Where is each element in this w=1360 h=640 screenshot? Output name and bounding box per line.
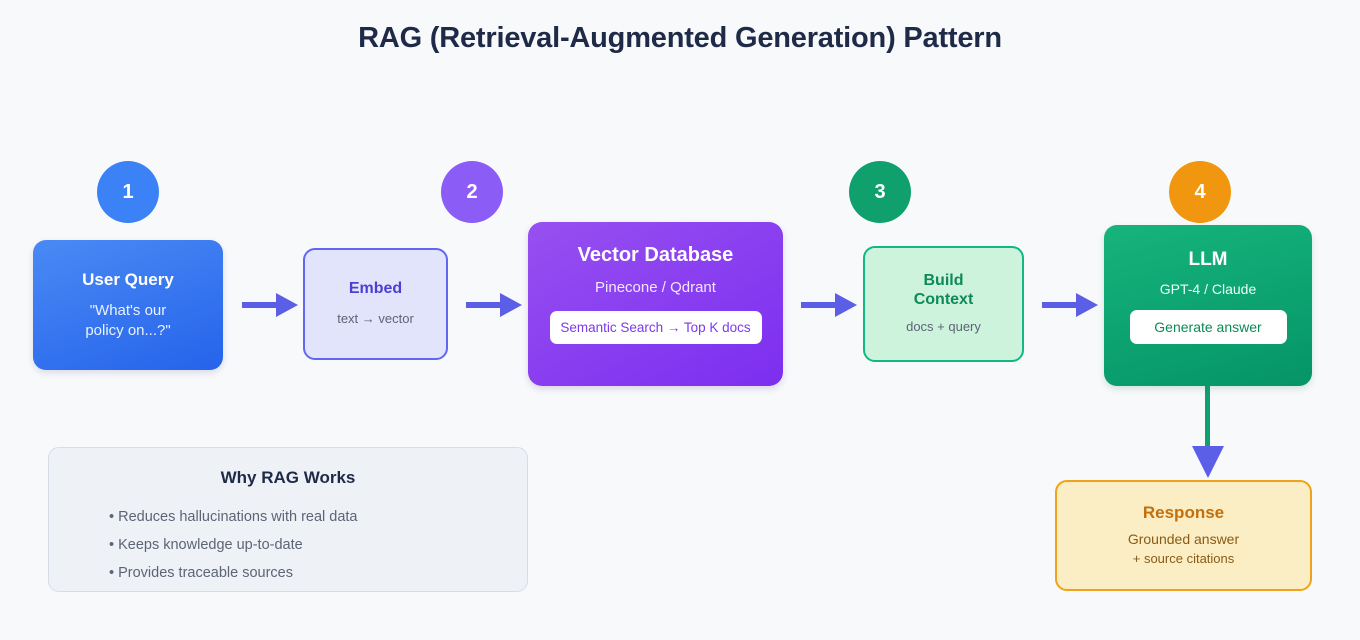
node-build-context-title-line1: Build [923,272,964,290]
node-user-query-subtitle-line1: "What's our [89,302,167,320]
generate-answer-pill[interactable]: Generate answer [1129,310,1287,345]
step-badge-4-number: 4 [1194,180,1206,203]
page-title: RAG (Retrieval-Augmented Generation) Pat… [358,22,1002,54]
arrow-shaft [242,302,276,308]
node-user-query-subtitle: "What's our policy on...?" [85,301,170,340]
arrow-llm-to-response [1190,386,1226,480]
node-response-subtitle-2: + source citations [1132,551,1235,567]
node-user-query-title: User Query [82,269,174,289]
node-build-context-subtitle: docs + query [906,318,981,334]
why-rag-works-bullet-2: • Keeps knowledge up-to-date [109,536,303,553]
arrow-user-query-to-embed [242,293,298,317]
node-build-context[interactable]: Build Context docs + query [863,246,1024,362]
node-build-context-title: Build Context [914,272,974,309]
arrow-build-context-to-llm [1042,293,1098,317]
arrow-shaft-vertical [1205,386,1210,448]
arrow-shaft [801,302,835,308]
node-embed-title: Embed [348,280,403,298]
arrow-shaft [466,302,500,308]
arrow-vectordb-to-build-context [801,293,857,317]
why-rag-works-bullet-1: • Reduces hallucinations with real data [109,509,358,525]
step-badge-1-number: 1 [122,180,134,203]
step-badge-4[interactable]: 4 [1169,161,1231,223]
why-rag-works-panel: Why RAG Works • Reduces hallucinations w… [48,447,528,592]
node-llm[interactable]: LLM GPT-4 / Claude Generate answer [1104,225,1312,386]
arrow-head [835,293,857,317]
node-vector-database-subtitle: Pinecone / Qdrant [595,279,716,296]
step-badge-3-number: 3 [874,180,886,203]
node-embed-subtitle: text → vector [337,310,414,326]
node-vector-database-title: Vector Database [577,244,734,266]
step-badge-1[interactable]: 1 [97,161,159,223]
node-response[interactable]: Response Grounded answer + source citati… [1055,480,1312,591]
why-rag-works-bullet-3: • Provides traceable sources [109,564,293,581]
arrow-shaft [1042,302,1076,308]
arrow-embed-to-vectordb [466,293,522,317]
node-user-query-subtitle-line2: policy on...?" [85,321,171,339]
step-badge-2-number: 2 [466,180,478,203]
arrow-head-down [1192,446,1224,478]
node-vector-database[interactable]: Vector Database Pinecone / Qdrant Semant… [528,222,783,386]
node-llm-title: LLM [1188,249,1228,270]
node-build-context-title-line2: Context [913,290,974,308]
arrow-head [500,293,522,317]
semantic-search-pill[interactable]: Semantic Search → Top K docs [549,310,762,344]
arrow-head [276,293,298,317]
node-embed[interactable]: Embed text → vector [303,248,448,360]
node-response-subtitle: Grounded answer [1127,531,1240,548]
arrow-head [1076,293,1098,317]
step-badge-2[interactable]: 2 [441,161,503,223]
node-llm-subtitle: GPT-4 / Claude [1159,280,1257,297]
why-rag-works-title: Why RAG Works [220,468,356,487]
node-user-query[interactable]: User Query "What's our policy on...?" [33,240,223,370]
step-badge-3[interactable]: 3 [849,161,911,223]
node-response-title: Response [1142,502,1225,522]
